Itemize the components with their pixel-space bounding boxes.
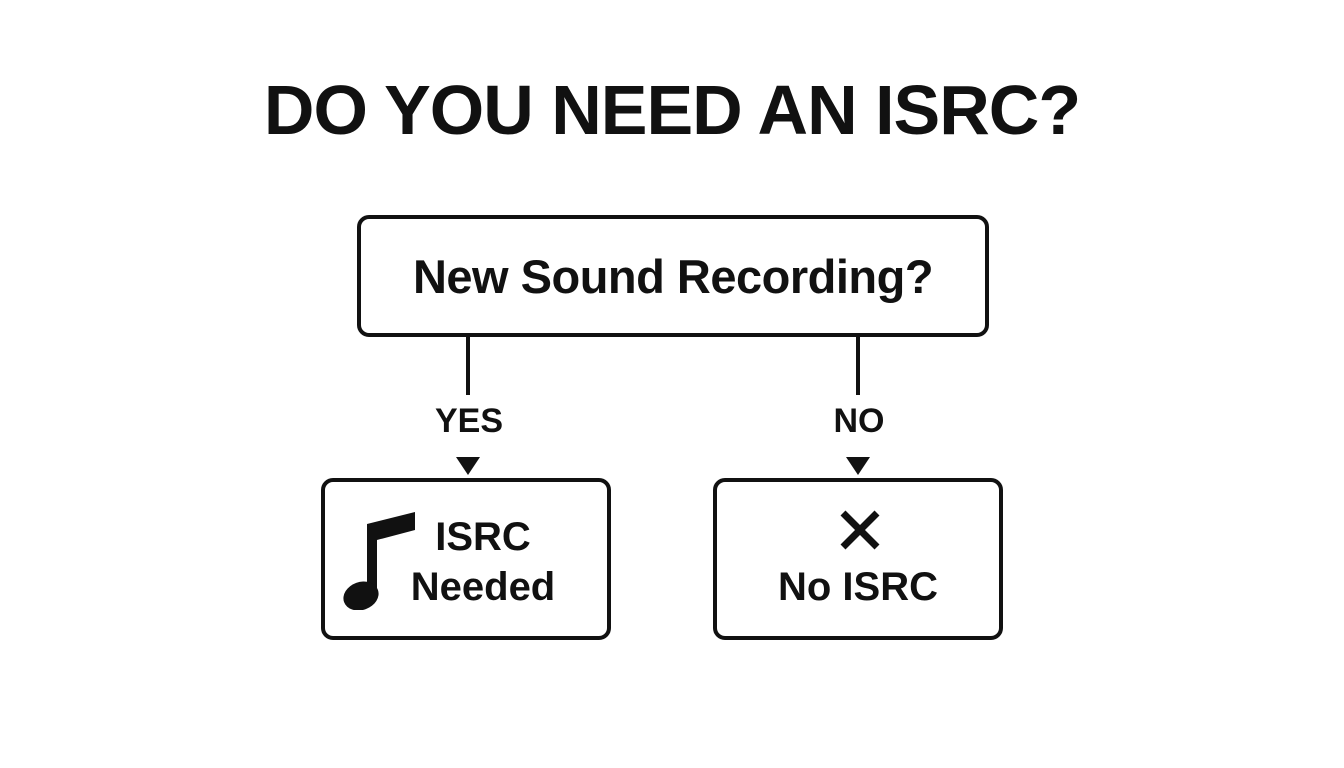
isrc-needed-line1: ISRC: [435, 515, 531, 559]
no-connector-line: [856, 337, 860, 395]
isrc-needed-line2: Needed: [410, 565, 556, 609]
no-isrc-text: No ISRC: [778, 565, 938, 609]
isrc-needed-text: ISRC Needed: [403, 512, 563, 612]
no-isrc-box: No ISRC: [713, 478, 1003, 640]
yes-arrow-head: [456, 457, 480, 475]
decision-question: New Sound Recording?: [412, 249, 934, 303]
music-note-icon: [343, 512, 415, 610]
no-arrow-head: [846, 457, 870, 475]
decision-box: New Sound Recording?: [357, 215, 989, 337]
isrc-needed-box: ISRC Needed: [321, 478, 611, 640]
diagram-title: DO YOU NEED AN ISRC?: [263, 71, 1081, 149]
yes-connector-line: [466, 337, 470, 395]
yes-branch-label: YES: [434, 402, 504, 440]
x-icon: [840, 510, 880, 550]
no-branch-label: NO: [833, 402, 885, 440]
